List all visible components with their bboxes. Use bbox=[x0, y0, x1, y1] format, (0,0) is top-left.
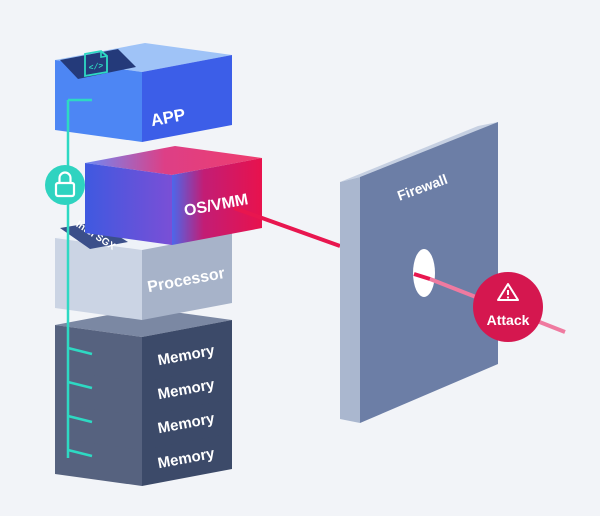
attack-badge: Attack bbox=[473, 272, 543, 342]
lock-icon bbox=[45, 165, 85, 205]
attack-path-hole bbox=[413, 272, 431, 281]
memory-block-3: Memory bbox=[55, 376, 232, 450]
os-vmm-block: OS/VMM bbox=[85, 146, 262, 245]
warning-triangle-icon bbox=[497, 283, 519, 301]
enclave-connectors bbox=[66, 98, 93, 458]
attack-path-inner bbox=[233, 206, 341, 248]
memory-block-1: Memory bbox=[55, 308, 232, 382]
svg-text:</>: </> bbox=[89, 62, 104, 73]
attack-label: Attack bbox=[487, 312, 530, 328]
app-block: APP bbox=[55, 43, 232, 142]
code-file-icon: </> bbox=[84, 50, 108, 77]
firewall: Firewall bbox=[340, 122, 498, 423]
firewall-hole bbox=[413, 249, 435, 297]
